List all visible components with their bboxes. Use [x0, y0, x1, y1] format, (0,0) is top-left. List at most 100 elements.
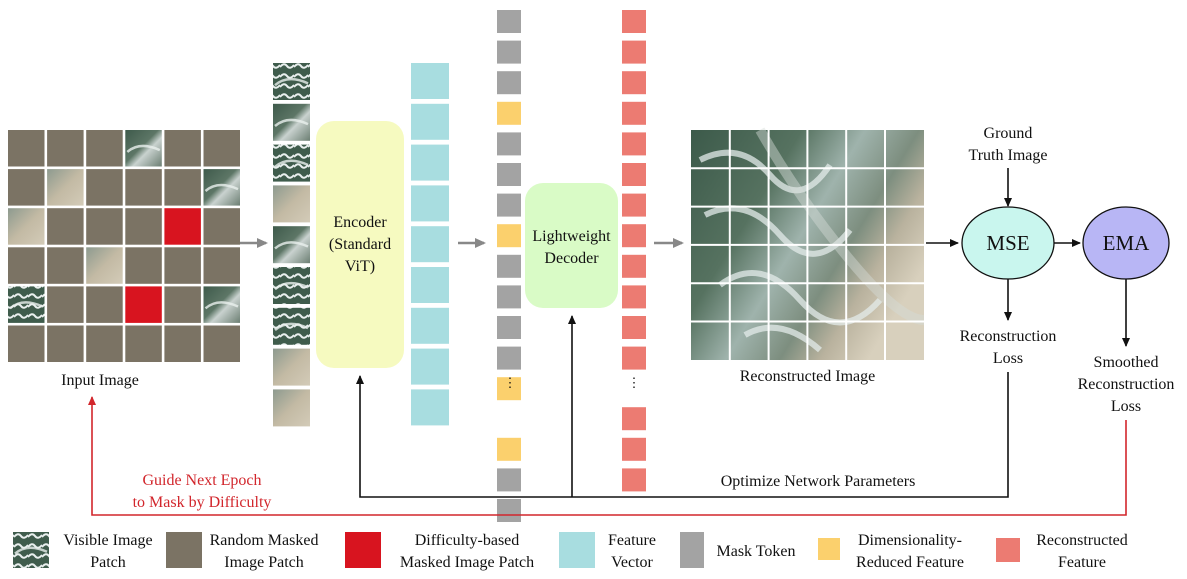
mask-token [497, 468, 521, 492]
input-patch-random-masked [203, 130, 240, 167]
legend [13, 532, 1020, 568]
mask-token [497, 193, 521, 217]
feature-vector [411, 63, 449, 99]
smoothed-loss-label: Smoothed Reconstruction Loss [1077, 354, 1175, 415]
reduced-feature-token [497, 437, 521, 461]
mask-token [497, 163, 521, 186]
input-image-label: Input Image [61, 372, 139, 389]
decoder-input-token-column [497, 10, 521, 522]
reconstructed-feature-token [622, 40, 646, 64]
input-patch-random-masked [125, 325, 162, 362]
legend-reduced-label: Dimensionality-Reduced Feature [856, 532, 964, 571]
optimize-label: Optimize Network Parameters [720, 473, 916, 490]
input-patch-difficulty-masked [164, 208, 201, 245]
ellipsis-tokens: ⋮ [503, 375, 517, 390]
encoder-box [316, 121, 404, 368]
input-patch-random-masked [86, 208, 123, 245]
reconstructed-feature-token [622, 468, 646, 492]
decoder-box [525, 183, 618, 308]
input-patch-visible [8, 208, 45, 245]
input-patch-random-masked [125, 169, 162, 206]
ema-label: EMA [1102, 231, 1150, 255]
visible-patch-column [273, 63, 310, 427]
mask-token [497, 254, 521, 278]
legend-recon-swatch [996, 538, 1020, 562]
input-patch-random-masked [86, 130, 123, 167]
input-patch-visible [203, 286, 240, 323]
input-patch-random-masked [86, 169, 123, 206]
legend-feature-swatch [559, 532, 595, 568]
ellipsis-recon: ⋮ [627, 375, 641, 390]
mask-token [497, 346, 521, 370]
guide-label: Guide Next Epoch to Mask by Difficulty [132, 472, 272, 511]
feature-vector-column [411, 63, 449, 426]
visible-patch [273, 144, 310, 182]
legend-random-swatch [166, 532, 202, 568]
reconstructed-feature-token [622, 193, 646, 217]
input-patch-random-masked [8, 247, 45, 284]
reconstructed-feature-token [622, 285, 646, 309]
input-patch-random-masked [86, 325, 123, 362]
reconstructed-feature-token [622, 10, 646, 33]
mask-token [497, 132, 521, 156]
legend-reduced-swatch [818, 538, 840, 560]
input-patch-visible [203, 169, 240, 206]
input-patch-visible [8, 286, 45, 323]
legend-mask-swatch [680, 532, 704, 568]
visible-patch [273, 389, 310, 427]
input-image-grid [8, 130, 240, 362]
legend-difficulty-swatch [345, 532, 381, 568]
visible-patch [273, 267, 310, 304]
input-patch-random-masked [125, 247, 162, 284]
input-patch-random-masked [86, 286, 123, 323]
feature-vector [411, 348, 449, 385]
reconstructed-image [691, 127, 925, 360]
input-patch-random-masked [8, 130, 45, 167]
mask-token [497, 316, 521, 339]
input-patch-visible [86, 247, 123, 284]
ground-truth-label: Ground Truth Image [968, 125, 1048, 164]
reconstruction-loss-label: Reconstruction Loss [959, 328, 1057, 367]
input-patch-random-masked [47, 247, 84, 284]
visible-patch [273, 185, 310, 223]
reconstructed-feature-token [622, 254, 646, 278]
input-patch-random-masked [164, 247, 201, 284]
guide-feedback-line [88, 396, 1127, 516]
reconstructed-feature-token [622, 407, 646, 431]
reconstructed-feature-token [622, 132, 646, 156]
input-patch-visible [125, 130, 162, 167]
feature-vector [411, 226, 449, 263]
reconstructed-feature-token [622, 316, 646, 339]
input-patch-random-masked [203, 247, 240, 284]
input-patch-random-masked [203, 208, 240, 245]
mask-token [497, 499, 521, 522]
optimize-feedback-line [356, 372, 1009, 498]
feature-vector [411, 144, 449, 181]
legend-visible-swatch [13, 532, 49, 568]
visible-patch [273, 63, 310, 100]
reconstructed-feature-token [622, 346, 646, 370]
input-patch-random-masked [8, 325, 45, 362]
input-patch-random-masked [47, 130, 84, 167]
reduced-feature-token [497, 224, 521, 248]
reconstructed-feature-column [622, 10, 646, 492]
mask-token [497, 40, 521, 64]
mask-token [497, 71, 521, 95]
visible-patch [273, 307, 310, 345]
input-patch-random-masked [164, 130, 201, 167]
input-patch-random-masked [164, 286, 201, 323]
mse-label: MSE [986, 231, 1030, 255]
visible-patch [273, 226, 310, 264]
input-patch-random-masked [8, 169, 45, 206]
input-patch-random-masked [125, 208, 162, 245]
reconstructed-feature-token [622, 437, 646, 461]
reconstructed-feature-token [622, 101, 646, 125]
input-patch-random-masked [47, 325, 84, 362]
reconstructed-image-label: Reconstructed Image [739, 368, 876, 385]
reduced-feature-token [497, 101, 521, 125]
feature-vector [411, 307, 449, 344]
